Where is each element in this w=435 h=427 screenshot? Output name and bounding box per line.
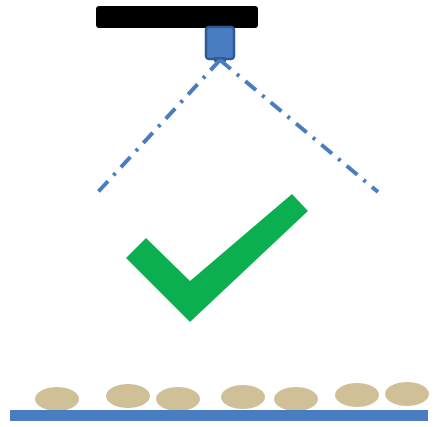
- conveyor-item: [335, 383, 379, 407]
- conveyor-item: [385, 382, 429, 406]
- checkmark-icon: [126, 194, 308, 322]
- field-of-view-right-line: [220, 60, 378, 192]
- conveyor-item: [221, 385, 265, 409]
- camera-mount-bar: [96, 6, 258, 28]
- field-of-view-left-line: [98, 60, 220, 192]
- conveyor-belt: [10, 410, 428, 421]
- camera-body: [206, 27, 234, 59]
- field-of-view: [98, 60, 378, 192]
- conveyor-item: [106, 384, 150, 408]
- conveyor-items: [35, 382, 429, 411]
- camera-icon: [206, 27, 234, 62]
- conveyor-item: [156, 387, 200, 411]
- conveyor-item: [35, 387, 79, 411]
- conveyor-item: [274, 387, 318, 411]
